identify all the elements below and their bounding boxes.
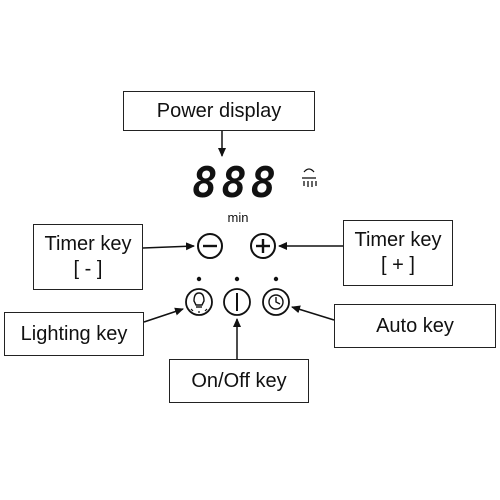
timer-plus-callout: Timer key [ + ] [343, 220, 453, 286]
timer-minus-key[interactable] [197, 233, 223, 259]
auto-key[interactable] [262, 288, 290, 316]
fan-level-icon [302, 168, 317, 187]
timer-minus-callout: Timer key [ - ] [33, 224, 143, 290]
timer-plus-sub: [ + ] [381, 254, 415, 276]
onoff-key-label: On/Off key [191, 369, 287, 392]
timer-plus-title: Timer key [354, 229, 442, 251]
auto-key-label: Auto key [376, 314, 454, 337]
timer-minus-sub: [ - ] [73, 258, 103, 280]
timer-plus-key[interactable] [250, 233, 276, 259]
arrow-timer-minus [142, 242, 195, 251]
lighting-key-label: Lighting key [20, 322, 128, 345]
lightbulb-circle-icon [185, 288, 213, 316]
onoff-key-callout: On/Off key [169, 359, 309, 403]
timer-unit-label: min [228, 210, 249, 225]
auto-indicator-dot [273, 276, 279, 282]
lighting-key-callout: Lighting key [4, 312, 144, 356]
onoff-key[interactable] [223, 288, 251, 316]
power-display-digits: 888 [192, 158, 280, 207]
arrow-lighting-key [143, 307, 184, 323]
lighting-key[interactable] [185, 288, 213, 316]
power-indicator-dot [234, 276, 240, 282]
power-display-callout: Power display [123, 91, 315, 131]
arrow-auto-key [291, 305, 335, 321]
light-indicator-dot [196, 276, 202, 282]
auto-key-callout: Auto key [334, 304, 496, 348]
power-display-label: Power display [156, 99, 282, 122]
timer-minus-title: Timer key [44, 233, 132, 255]
